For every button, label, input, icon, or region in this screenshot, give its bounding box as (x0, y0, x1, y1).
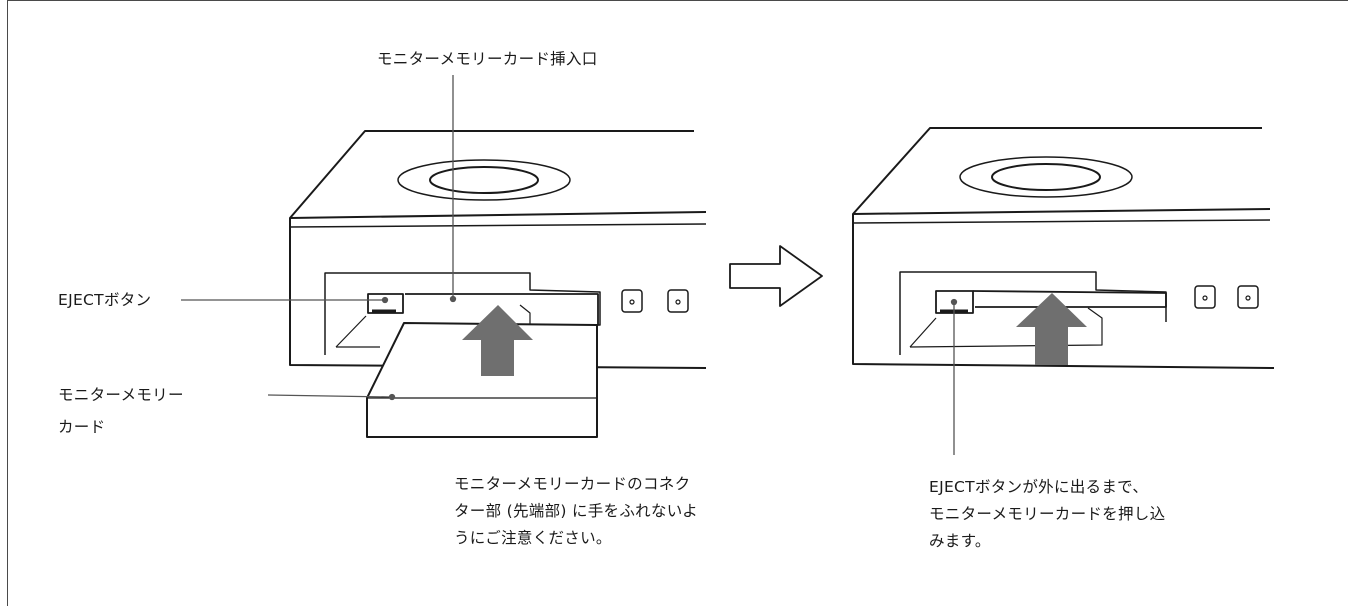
right-slot-housing-inner (909, 317, 937, 348)
left-leaders (181, 75, 457, 401)
left-top-dial-inner (429, 166, 539, 194)
right-top-dial-inner (991, 163, 1101, 191)
left-top-dial-outer (397, 159, 571, 201)
page-frame (7, 0, 1348, 606)
left-slot-housing-inner (335, 315, 367, 348)
right-device-edge-line-2 (852, 219, 1271, 224)
right-slot-tray (909, 307, 1103, 348)
memory-card-label-2: カード (58, 418, 106, 436)
left-device-edge-line-1 (289, 211, 707, 219)
right-device (852, 127, 1275, 369)
leader-memory-card (267, 394, 393, 398)
push-in-instruction: EJECTボタンが外に出るまで、 モニターメモリーカードを押し込 みます。 (929, 478, 1166, 550)
right-top-dial-outer (959, 156, 1133, 198)
eject-button-label: EJECTボタン (58, 291, 152, 309)
left-side-button-2 (667, 289, 689, 313)
right-device-edge-line-1 (852, 208, 1271, 215)
memory-card-label: モニターメモリー (58, 386, 184, 404)
left-device-edge-line-2 (289, 223, 707, 228)
transition-arrow (729, 245, 823, 307)
left-card-slot-lip (519, 304, 531, 325)
right-side-button-1 (1194, 285, 1216, 309)
left-eject-button (367, 293, 404, 314)
left-insert-arrow (462, 305, 533, 376)
right-side-button-1-dot (1202, 295, 1208, 301)
leader-memory-card-dot (388, 393, 396, 401)
right-insert-arrow (1016, 293, 1087, 365)
left-side-button-1 (621, 289, 643, 313)
left-side-button-1-dot (629, 299, 635, 305)
right-side-button-2-dot (1245, 295, 1251, 301)
left-memory-card (366, 322, 598, 438)
right-card-slot (972, 290, 1167, 308)
left-side-button-2-dot (675, 299, 681, 305)
card-slot-label: モニターメモリーカード挿入口 (377, 50, 598, 68)
left-slot-housing (324, 272, 601, 355)
leader-right-eject-dot (950, 298, 958, 306)
right-side-button-2 (1237, 285, 1259, 309)
right-leaders (950, 298, 958, 455)
left-device (289, 130, 707, 438)
leader-eject-button-dot (381, 296, 389, 304)
leader-card-slot-dot (449, 295, 457, 303)
connector-caution-note: モニターメモリーカードのコネク ター部 (先端部) に手をふれないよ うにご注意… (454, 475, 699, 547)
